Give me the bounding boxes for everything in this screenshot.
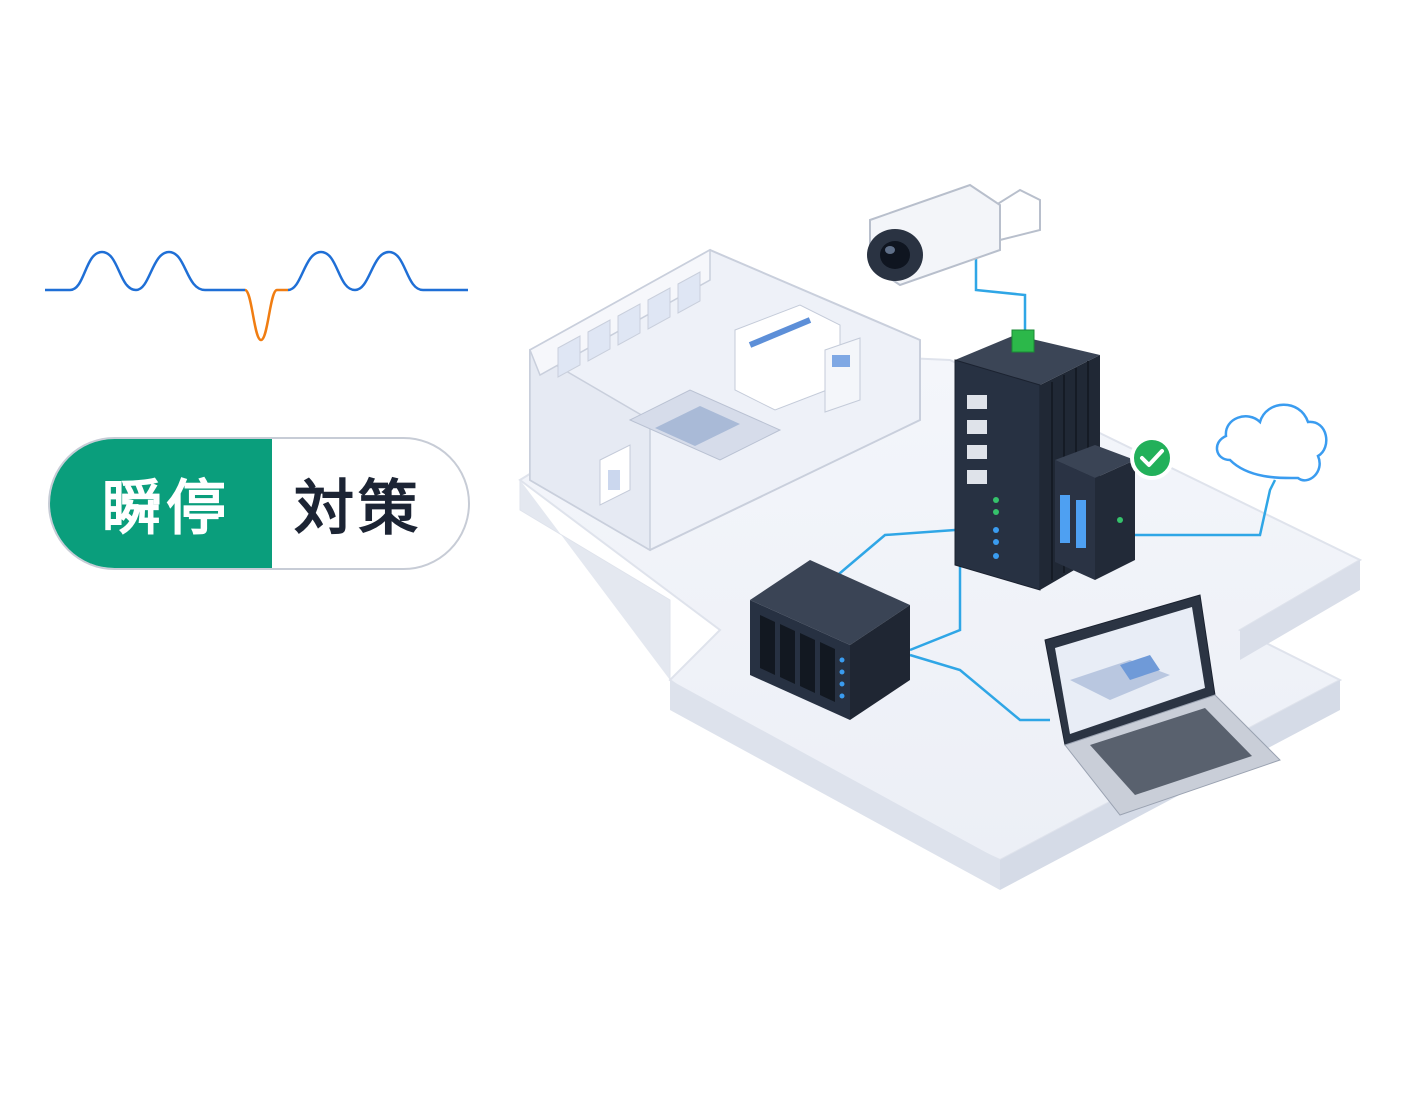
ups-icon: [1055, 445, 1135, 580]
nas-icon: [750, 560, 910, 720]
camera-icon: [867, 183, 1041, 287]
badge-label-right: 対策: [294, 474, 422, 544]
badge-label-left: 瞬停: [50, 439, 272, 568]
system-illustration: [518, 183, 1363, 890]
cloud-icon: [1215, 403, 1328, 482]
waveform-normal-line: [45, 250, 245, 292]
voltage-dip-waveform: [45, 250, 468, 342]
waveform-recovery-line: [287, 250, 468, 292]
check-icon: [1130, 436, 1174, 480]
factory-icon: [529, 248, 921, 552]
network-links: [808, 250, 1277, 722]
waveform-dip-segment: [243, 288, 288, 342]
title-badge: 瞬停 対策: [48, 437, 470, 570]
laptop-icon: [1044, 594, 1281, 816]
